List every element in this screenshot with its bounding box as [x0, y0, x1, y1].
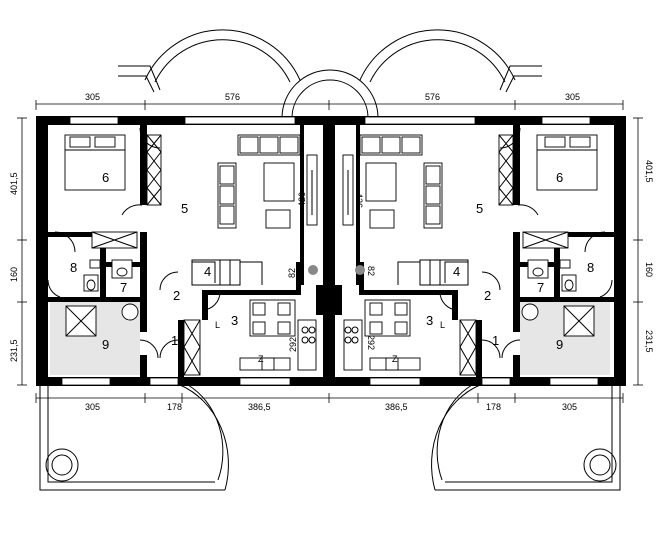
room-4-right: 4 [453, 264, 460, 279]
dim-bottom-left-a: 305 [85, 402, 100, 412]
dim-bottom-right-c: 305 [562, 402, 577, 412]
right-wardrobe [498, 134, 514, 206]
room-6-left: 6 [102, 170, 109, 185]
dim-left-upper: 401,5 [9, 172, 19, 195]
top-windows [69, 116, 591, 125]
dim-bottom-right-a: 386,5 [385, 402, 408, 412]
room-8-right: 8 [587, 260, 594, 275]
room-8-left: 8 [70, 260, 77, 275]
left-room9-fixtures [65, 303, 139, 337]
left-kitchen-counter [183, 319, 317, 376]
left-wardrobe [146, 134, 162, 206]
dim-inner-left-82: 82 [287, 268, 297, 278]
dim-inner-left-292: 292 [288, 337, 298, 352]
room-1-left: 1 [171, 333, 178, 348]
kitchen-mark-left-z: Z [258, 354, 264, 364]
dim-right-middle: 160 [644, 262, 654, 277]
room-2-right: 2 [484, 288, 491, 303]
kitchen-mark-left-l: L [215, 320, 220, 330]
dim-top-right: 305 [565, 92, 580, 102]
left-bed [64, 134, 126, 191]
right-bed [536, 134, 598, 191]
left-stairs [191, 259, 263, 286]
room-2-left: 2 [173, 288, 180, 303]
right-sofa-set [342, 134, 443, 229]
room-9-right: 9 [556, 337, 563, 352]
dim-top-left: 305 [85, 92, 100, 102]
room-5-left: 5 [181, 201, 188, 216]
bottom-windows [61, 377, 599, 386]
room-5-right: 5 [476, 201, 483, 216]
dim-left-lower: 231,5 [9, 339, 19, 362]
right-stairs [397, 259, 469, 286]
left-bathroom-fixtures [83, 231, 138, 292]
room-9-left: 9 [102, 337, 109, 352]
dim-bottom-right-b: 178 [486, 402, 501, 412]
meter-icon-right [355, 265, 365, 275]
room-3-right: 3 [426, 313, 433, 328]
room-1-right: 1 [492, 333, 499, 348]
meter-icon-left [308, 265, 318, 275]
dim-bottom-left-c: 386,5 [248, 402, 271, 412]
dim-left-middle: 160 [9, 267, 19, 282]
dim-top-center-left: 576 [225, 92, 240, 102]
bottom-terrace-right [431, 384, 621, 491]
outer-walls [36, 116, 626, 386]
dimension-lines [17, 100, 643, 403]
right-bathroom-fixtures [522, 231, 577, 292]
right-dining-set [364, 299, 411, 337]
dim-top-center-right: 576 [425, 92, 440, 102]
left-dining-set [249, 299, 296, 337]
dim-inner-right-292: 292 [366, 335, 376, 350]
dim-right-upper: 401,5 [644, 160, 654, 183]
right-kitchen-counter [343, 319, 477, 376]
bottom-terrace-left [39, 384, 229, 491]
room-7-right: 7 [537, 280, 544, 295]
right-interior-walls [335, 125, 614, 377]
dim-inner-left-426: 426 [297, 192, 307, 207]
room-7-left: 7 [120, 280, 127, 295]
top-terrace-arcs [118, 29, 542, 119]
room-3-left: 3 [231, 313, 238, 328]
dim-inner-right-82: 82 [366, 266, 376, 276]
dim-bottom-left-b: 178 [167, 402, 182, 412]
right-room9-fixtures [521, 303, 595, 337]
left-sofa-set [217, 134, 318, 229]
dim-inner-right-426: 426 [354, 193, 364, 208]
dim-right-lower: 231,5 [644, 330, 654, 353]
room-4-left: 4 [204, 264, 211, 279]
right-doors [439, 127, 613, 359]
kitchen-mark-right-z: Z [392, 354, 398, 364]
left-doors [47, 127, 221, 359]
room-6-right: 6 [556, 170, 563, 185]
kitchen-mark-right-l: L [440, 320, 445, 330]
